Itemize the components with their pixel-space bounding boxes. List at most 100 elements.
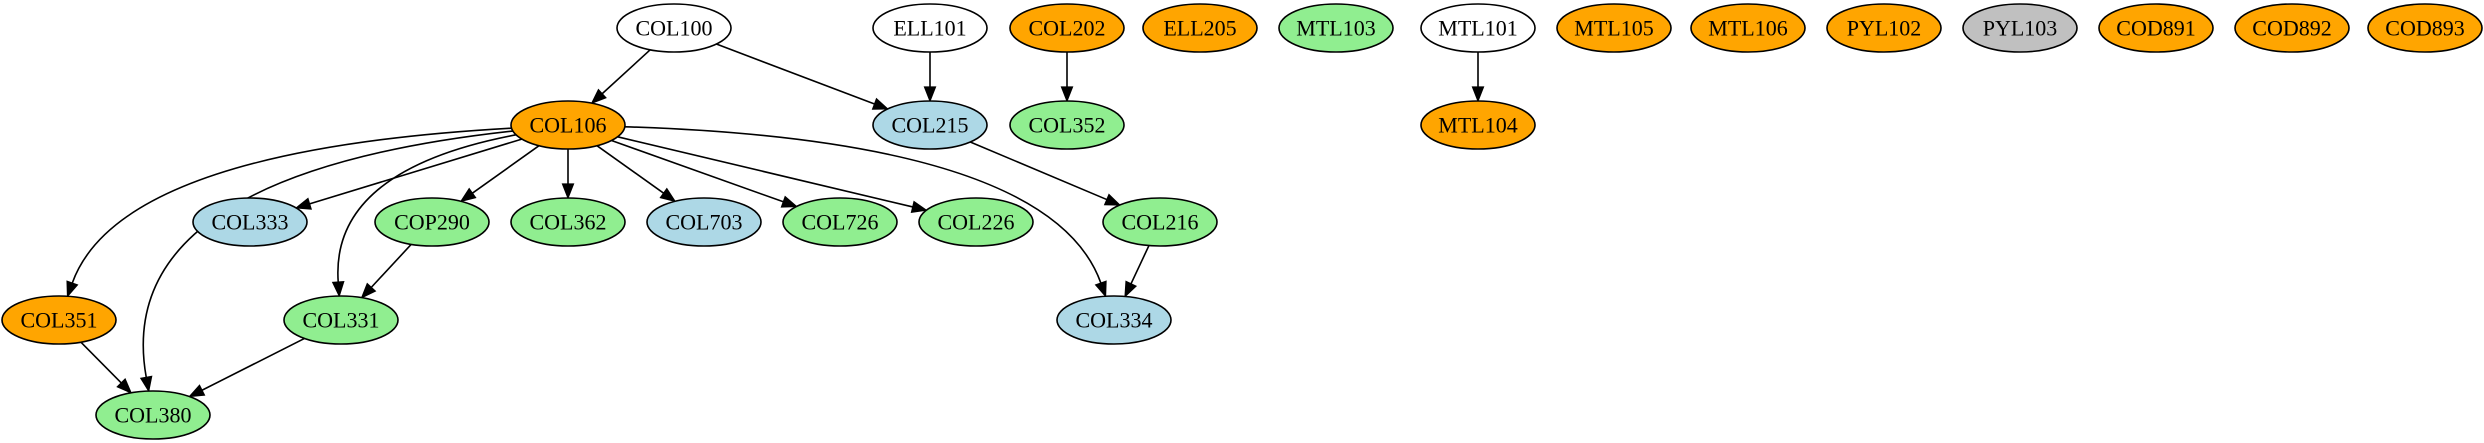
node-col202: COL202 [1009,3,1125,53]
edge-col100-to-col215 [716,43,890,110]
edge-line [617,136,913,208]
node-col351: COL351 [1,295,117,345]
node-ellipse [1056,295,1172,345]
node-label: ELL101 [893,16,966,41]
node-label: COL331 [303,308,380,333]
node-label: COL202 [1029,16,1106,41]
arrowhead [66,280,79,298]
node-col333: COL333 [192,197,308,247]
edge-line [1130,245,1150,285]
edge-col106-to-col334 [624,125,1107,298]
node-label: COL352 [1029,113,1106,138]
node-ellipse [95,390,211,440]
node-label: COL362 [530,210,607,235]
arrowhead [331,280,345,298]
node-pyl102: PYL102 [1826,3,1942,53]
edge-line [716,43,875,105]
node-ell101: ELL101 [872,3,988,53]
node-ellipse [192,197,308,247]
node-label: COL703 [666,210,743,235]
edge-line [71,127,512,284]
arrowhead [871,97,890,110]
node-ellipse [1102,197,1218,247]
arrowhead [188,384,206,398]
node-label: COP290 [394,210,470,235]
node-label: COD893 [2385,16,2464,41]
arrowhead [659,187,677,203]
edge-line [601,49,651,95]
node-ellipse [2098,3,2214,53]
node-ellipse [872,100,988,150]
edge-col202-to-col352 [1060,52,1074,103]
node-label: COL380 [115,403,192,428]
arrowhead [360,282,377,299]
node-label: COL106 [530,113,607,138]
edge-col106-to-col333 [294,138,523,210]
node-label: COL100 [636,16,713,41]
node-pyl103: PYL103 [1962,3,2078,53]
node-label: COL226 [938,210,1015,235]
node-ellipse [1009,100,1125,150]
node-ellipse [1009,3,1125,53]
edge-line [471,145,540,194]
edge-col215-to-col216 [969,141,1122,206]
node-label: COL726 [802,210,879,235]
edge-col331-to-col380 [188,337,305,398]
node-ellipse [1556,3,1672,53]
node-ellipse [283,295,399,345]
node-ellipse [510,197,626,247]
node-col106: COL106 [510,100,626,150]
arrowhead [116,377,133,395]
node-label: COL215 [892,113,969,138]
node-col334: COL334 [1056,295,1172,345]
arrowhead [1124,280,1138,298]
edge-col106-to-col331 [331,134,517,298]
node-mtl104: MTL104 [1420,100,1536,150]
node-mtl103: MTL103 [1278,3,1394,53]
node-label: COL351 [21,308,98,333]
node-col215: COL215 [872,100,988,150]
arrowhead [1060,86,1074,103]
edge-col106-to-col351 [66,127,512,298]
node-ellipse [1,295,117,345]
node-label: MTL105 [1574,16,1653,41]
arrowhead [1103,193,1122,206]
node-mtl101: MTL101 [1420,3,1536,53]
edge-col106-to-col362 [561,149,575,200]
arrowhead [1471,86,1485,103]
node-label: COL334 [1076,308,1153,333]
node-ellipse [1420,100,1536,150]
node-ellipse [1142,3,1258,53]
edge-line [309,138,523,205]
edge-col351-to-col380 [80,341,133,395]
edge-col106-to-col726 [611,139,799,208]
node-label: COL333 [212,210,289,235]
edge-line [80,341,122,384]
edge-line [969,141,1108,201]
node-col380: COL380 [95,390,211,440]
node-col726: COL726 [782,197,898,247]
node-label: PYL102 [1847,16,1922,41]
node-col216: COL216 [1102,197,1218,247]
arrowhead [1094,280,1107,298]
edge-col106-to-col226 [617,136,928,214]
node-label: MTL106 [1708,16,1787,41]
node-ellipse [616,3,732,53]
node-label: COL216 [1122,210,1199,235]
node-ell205: ELL205 [1142,3,1258,53]
node-ellipse [646,197,762,247]
node-ellipse [1278,3,1394,53]
node-label: ELL205 [1163,16,1236,41]
arrowhead [561,183,575,200]
node-ellipse [2234,3,2350,53]
node-col352: COL352 [1009,100,1125,150]
arrowhead [459,187,477,203]
edge-line [201,337,305,391]
node-ellipse [374,197,490,247]
edge-col216-to-col334 [1124,245,1150,298]
node-col331: COL331 [283,295,399,345]
arrowhead [294,197,312,210]
edge-line [337,134,517,283]
node-ellipse [872,3,988,53]
